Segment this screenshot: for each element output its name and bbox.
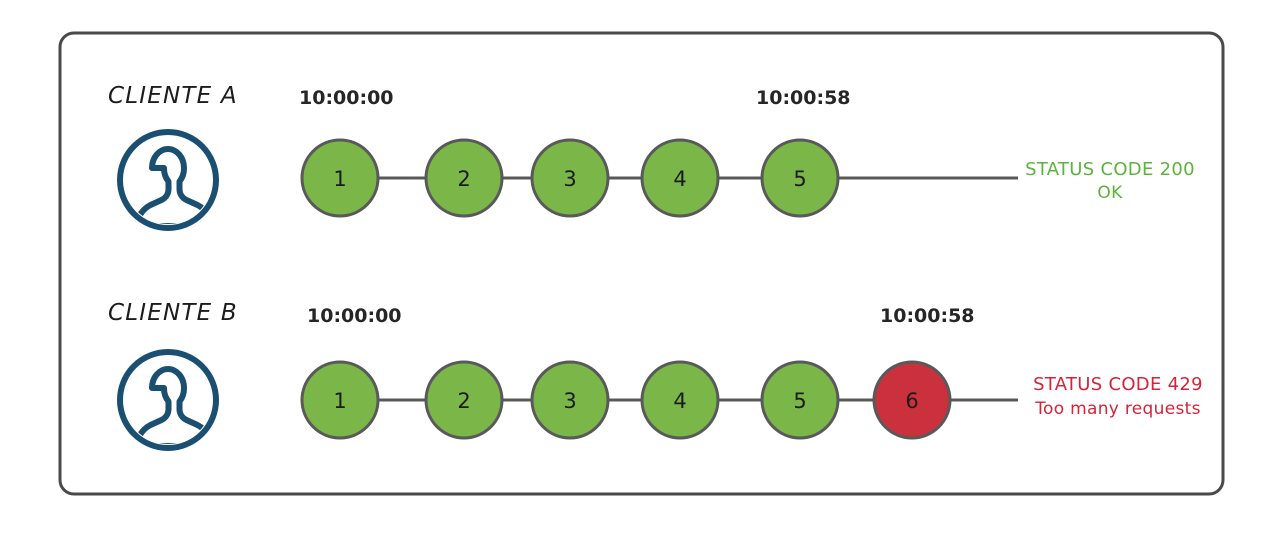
timestamp-start-client-b: 10:00:00 <box>307 305 402 327</box>
request-node-number-1-client-b: 1 <box>333 389 346 413</box>
client-label-client-b: CLIENTE B <box>108 300 238 326</box>
request-node-number-5-client-a: 5 <box>793 167 806 191</box>
request-node-number-2-client-b: 2 <box>457 389 470 413</box>
request-node-number-5-client-b: 5 <box>793 389 806 413</box>
request-node-number-2-client-a: 2 <box>457 167 470 191</box>
status-code-secondary-client-a: OK <box>1097 183 1123 203</box>
request-node-5-client-a[interactable] <box>760 138 840 218</box>
request-node-2-client-a[interactable] <box>424 138 504 218</box>
client-label-client-a: CLIENTE A <box>108 83 238 109</box>
timestamp-end-client-a: 10:00:58 <box>756 87 851 109</box>
request-node-number-3-client-a: 3 <box>563 167 576 191</box>
avatar-ring <box>117 129 219 231</box>
request-node-number-4-client-b: 4 <box>673 389 686 413</box>
user-avatar-icon-client-a <box>117 129 219 231</box>
timestamp-start-client-a: 10:00:00 <box>299 87 394 109</box>
client-row-client-a: CLIENTE A 10:00:00 10:00:58 1 2 3 4 5 STATUS COD… <box>108 83 1195 231</box>
request-node-2-client-b[interactable] <box>424 360 504 440</box>
avatar-ring <box>117 349 219 451</box>
request-node-number-3-client-b: 3 <box>563 389 576 413</box>
status-code-secondary-client-b: Too many requests <box>1034 399 1201 419</box>
user-avatar-icon-client-b <box>117 349 219 451</box>
avatar-person-icon <box>133 366 212 444</box>
request-node-number-4-client-a: 4 <box>673 167 686 191</box>
request-node-4-client-b[interactable] <box>640 360 720 440</box>
request-node-4-client-a[interactable] <box>640 138 720 218</box>
request-node-5-client-b[interactable] <box>760 360 840 440</box>
request-node-1-client-a[interactable] <box>300 138 380 218</box>
request-node-1-client-b[interactable] <box>300 360 380 440</box>
avatar-person-icon <box>133 146 212 224</box>
request-node-number-6-client-b: 6 <box>905 389 918 413</box>
status-code-primary-client-b: STATUS CODE 429 <box>1033 374 1203 395</box>
request-node-number-1-client-a: 1 <box>333 167 346 191</box>
request-node-3-client-b[interactable] <box>530 360 610 440</box>
avatar-person-silhouette <box>133 146 212 224</box>
timestamp-end-client-b: 10:00:58 <box>880 305 975 327</box>
request-node-6-client-b[interactable] <box>872 360 952 440</box>
client-row-client-b: CLIENTE B 10:00:00 10:00:58 1 2 3 4 5 6 STATUS CO… <box>108 300 1203 451</box>
avatar-person-silhouette <box>133 366 212 444</box>
status-code-primary-client-a: STATUS CODE 200 <box>1025 159 1195 180</box>
request-node-3-client-a[interactable] <box>530 138 610 218</box>
